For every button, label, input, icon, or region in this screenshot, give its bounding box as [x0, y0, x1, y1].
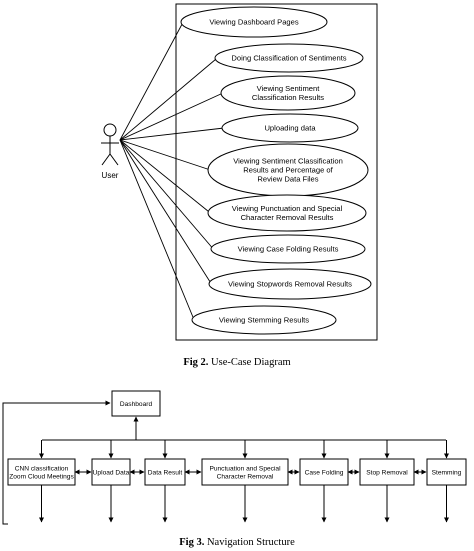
- nav-node-box: [144, 458, 186, 486]
- nav-node-label: CNN classification: [15, 465, 69, 472]
- use-case-label: Viewing Sentiment: [257, 84, 321, 93]
- use-case-ellipse: [180, 6, 328, 38]
- nav-node-box: [359, 458, 415, 486]
- use-case: Viewing Sentiment ClassificationResults …: [207, 143, 369, 197]
- fig3-caption: Fig 3. Navigation Structure: [0, 537, 474, 548]
- association-line: [119, 127, 225, 141]
- use-case: Doing Classification of Sentiments: [214, 43, 364, 73]
- nav-root-node: Dashboard: [111, 390, 161, 417]
- use-case: Uploading data: [221, 113, 359, 143]
- association-line: [119, 21, 184, 141]
- actor-label: User: [102, 171, 119, 180]
- fig2-caption-label: Fig 2.: [183, 357, 209, 368]
- use-case: Viewing Stemming Results: [191, 305, 337, 335]
- use-case-ellipse: [207, 194, 367, 232]
- use-case-ellipse: [220, 75, 356, 111]
- association-line: [119, 139, 214, 250]
- nav-node-box: [7, 458, 76, 486]
- fig3-caption-text: Navigation Structure: [206, 537, 295, 548]
- nav-node-label: Stemming: [432, 469, 462, 476]
- use-case: Viewing Case Folding Results: [210, 234, 366, 264]
- nav-node-label: Stop Removal: [366, 469, 408, 476]
- association-line: [119, 139, 211, 214]
- use-case-label: Viewing Punctuation and Special: [232, 204, 343, 213]
- use-case: Viewing Stopwords Removal Results: [208, 268, 372, 300]
- use-case-ellipse: [191, 305, 337, 335]
- nav-node-box: [201, 458, 289, 486]
- use-case-label: Viewing Case Folding Results: [238, 245, 339, 254]
- nav-node: Stemming: [426, 458, 467, 486]
- system-boundary: [175, 3, 378, 341]
- association-line: [119, 139, 212, 285]
- fig2-caption: Fig 2. Use-Case Diagram: [0, 357, 474, 368]
- use-case-label: Viewing Stemming Results: [219, 316, 309, 325]
- nav-node-label: Character Removal: [217, 473, 274, 480]
- nav-node-box: [426, 458, 467, 486]
- use-case-label: Viewing Stopwords Removal Results: [228, 280, 352, 289]
- nav-node-box: [299, 458, 349, 486]
- use-case-label: Uploading data: [264, 124, 316, 133]
- return-loop: [2, 400, 111, 525]
- use-case-ellipse: [221, 113, 359, 143]
- nav-node: Stop Removal: [359, 458, 415, 486]
- nav-node-label: Data Result: [148, 469, 183, 476]
- nav-node-label: Punctuation and Special: [209, 465, 281, 472]
- use-case: Viewing Dashboard Pages: [180, 6, 328, 38]
- nav-node: Case Folding: [299, 458, 349, 486]
- use-case-label: Doing Classification of Sentiments: [231, 54, 346, 63]
- association-line: [119, 92, 224, 141]
- user-actor: [101, 123, 119, 166]
- use-case-ellipse: [208, 268, 372, 300]
- use-case-label: Review Data Files: [257, 175, 318, 184]
- navigation-connectors: [2, 400, 449, 525]
- use-case-label: Results and Percentage of: [243, 166, 333, 175]
- nav-node-label: Case Folding: [305, 469, 344, 476]
- use-case-ellipse: [210, 234, 366, 264]
- association-line: [119, 57, 218, 141]
- fig2-caption-text: Use-Case Diagram: [211, 357, 291, 368]
- fig3-caption-label: Fig 3.: [179, 537, 205, 548]
- use-case: Viewing Punctuation and SpecialCharacter…: [207, 194, 367, 232]
- nav-node-box: [91, 458, 131, 486]
- nav-node: Upload Data: [91, 458, 131, 486]
- use-case-label: Character Removal Results: [241, 213, 334, 222]
- nav-node: Data Result: [144, 458, 186, 486]
- use-case-label: Viewing Dashboard Pages: [209, 18, 299, 27]
- use-case-label: Viewing Sentiment Classification: [233, 157, 343, 166]
- association-line: [119, 139, 195, 321]
- nav-node-label: Upload Data: [93, 469, 130, 476]
- use-case-label: Classification Results: [252, 93, 324, 102]
- nav-node-label: Zoom Cloud Meetings: [9, 473, 74, 480]
- actor-associations: [119, 21, 225, 321]
- nav-root-label: Dashboard: [120, 401, 153, 408]
- use-case-ellipse: [214, 43, 364, 73]
- association-line: [119, 139, 211, 171]
